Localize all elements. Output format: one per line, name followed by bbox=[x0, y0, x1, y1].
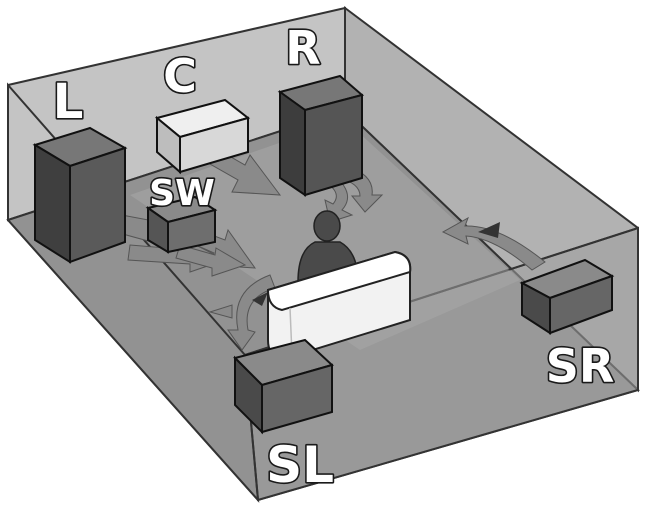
speaker-subwoofer bbox=[145, 195, 218, 254]
arrow-surround-left-curve-icon bbox=[227, 274, 276, 351]
label-left: L bbox=[53, 74, 84, 130]
arrow-subwoofer-lower-icon bbox=[175, 244, 247, 277]
label-right: R bbox=[285, 21, 320, 75]
speaker-center bbox=[154, 98, 251, 175]
label-center: C bbox=[163, 49, 197, 103]
speaker-surround-left bbox=[233, 338, 334, 435]
sofa bbox=[266, 250, 412, 362]
label-subwoofer: SW bbox=[149, 173, 215, 214]
speaker-left bbox=[32, 126, 128, 264]
label-surround-right: SR bbox=[546, 339, 615, 393]
label-surround-left: SL bbox=[266, 436, 334, 494]
arrow-surround-right-head-icon bbox=[478, 222, 500, 238]
speaker-surround-right bbox=[519, 258, 615, 335]
arrow-sofa-stub-icon bbox=[208, 304, 233, 319]
arrow-surround-right-curve-icon bbox=[441, 216, 546, 271]
listener-head bbox=[313, 210, 341, 242]
sofa-top-edge bbox=[266, 250, 412, 312]
arrow-surround-left-head-icon bbox=[252, 292, 268, 306]
speaker-right bbox=[277, 74, 365, 197]
